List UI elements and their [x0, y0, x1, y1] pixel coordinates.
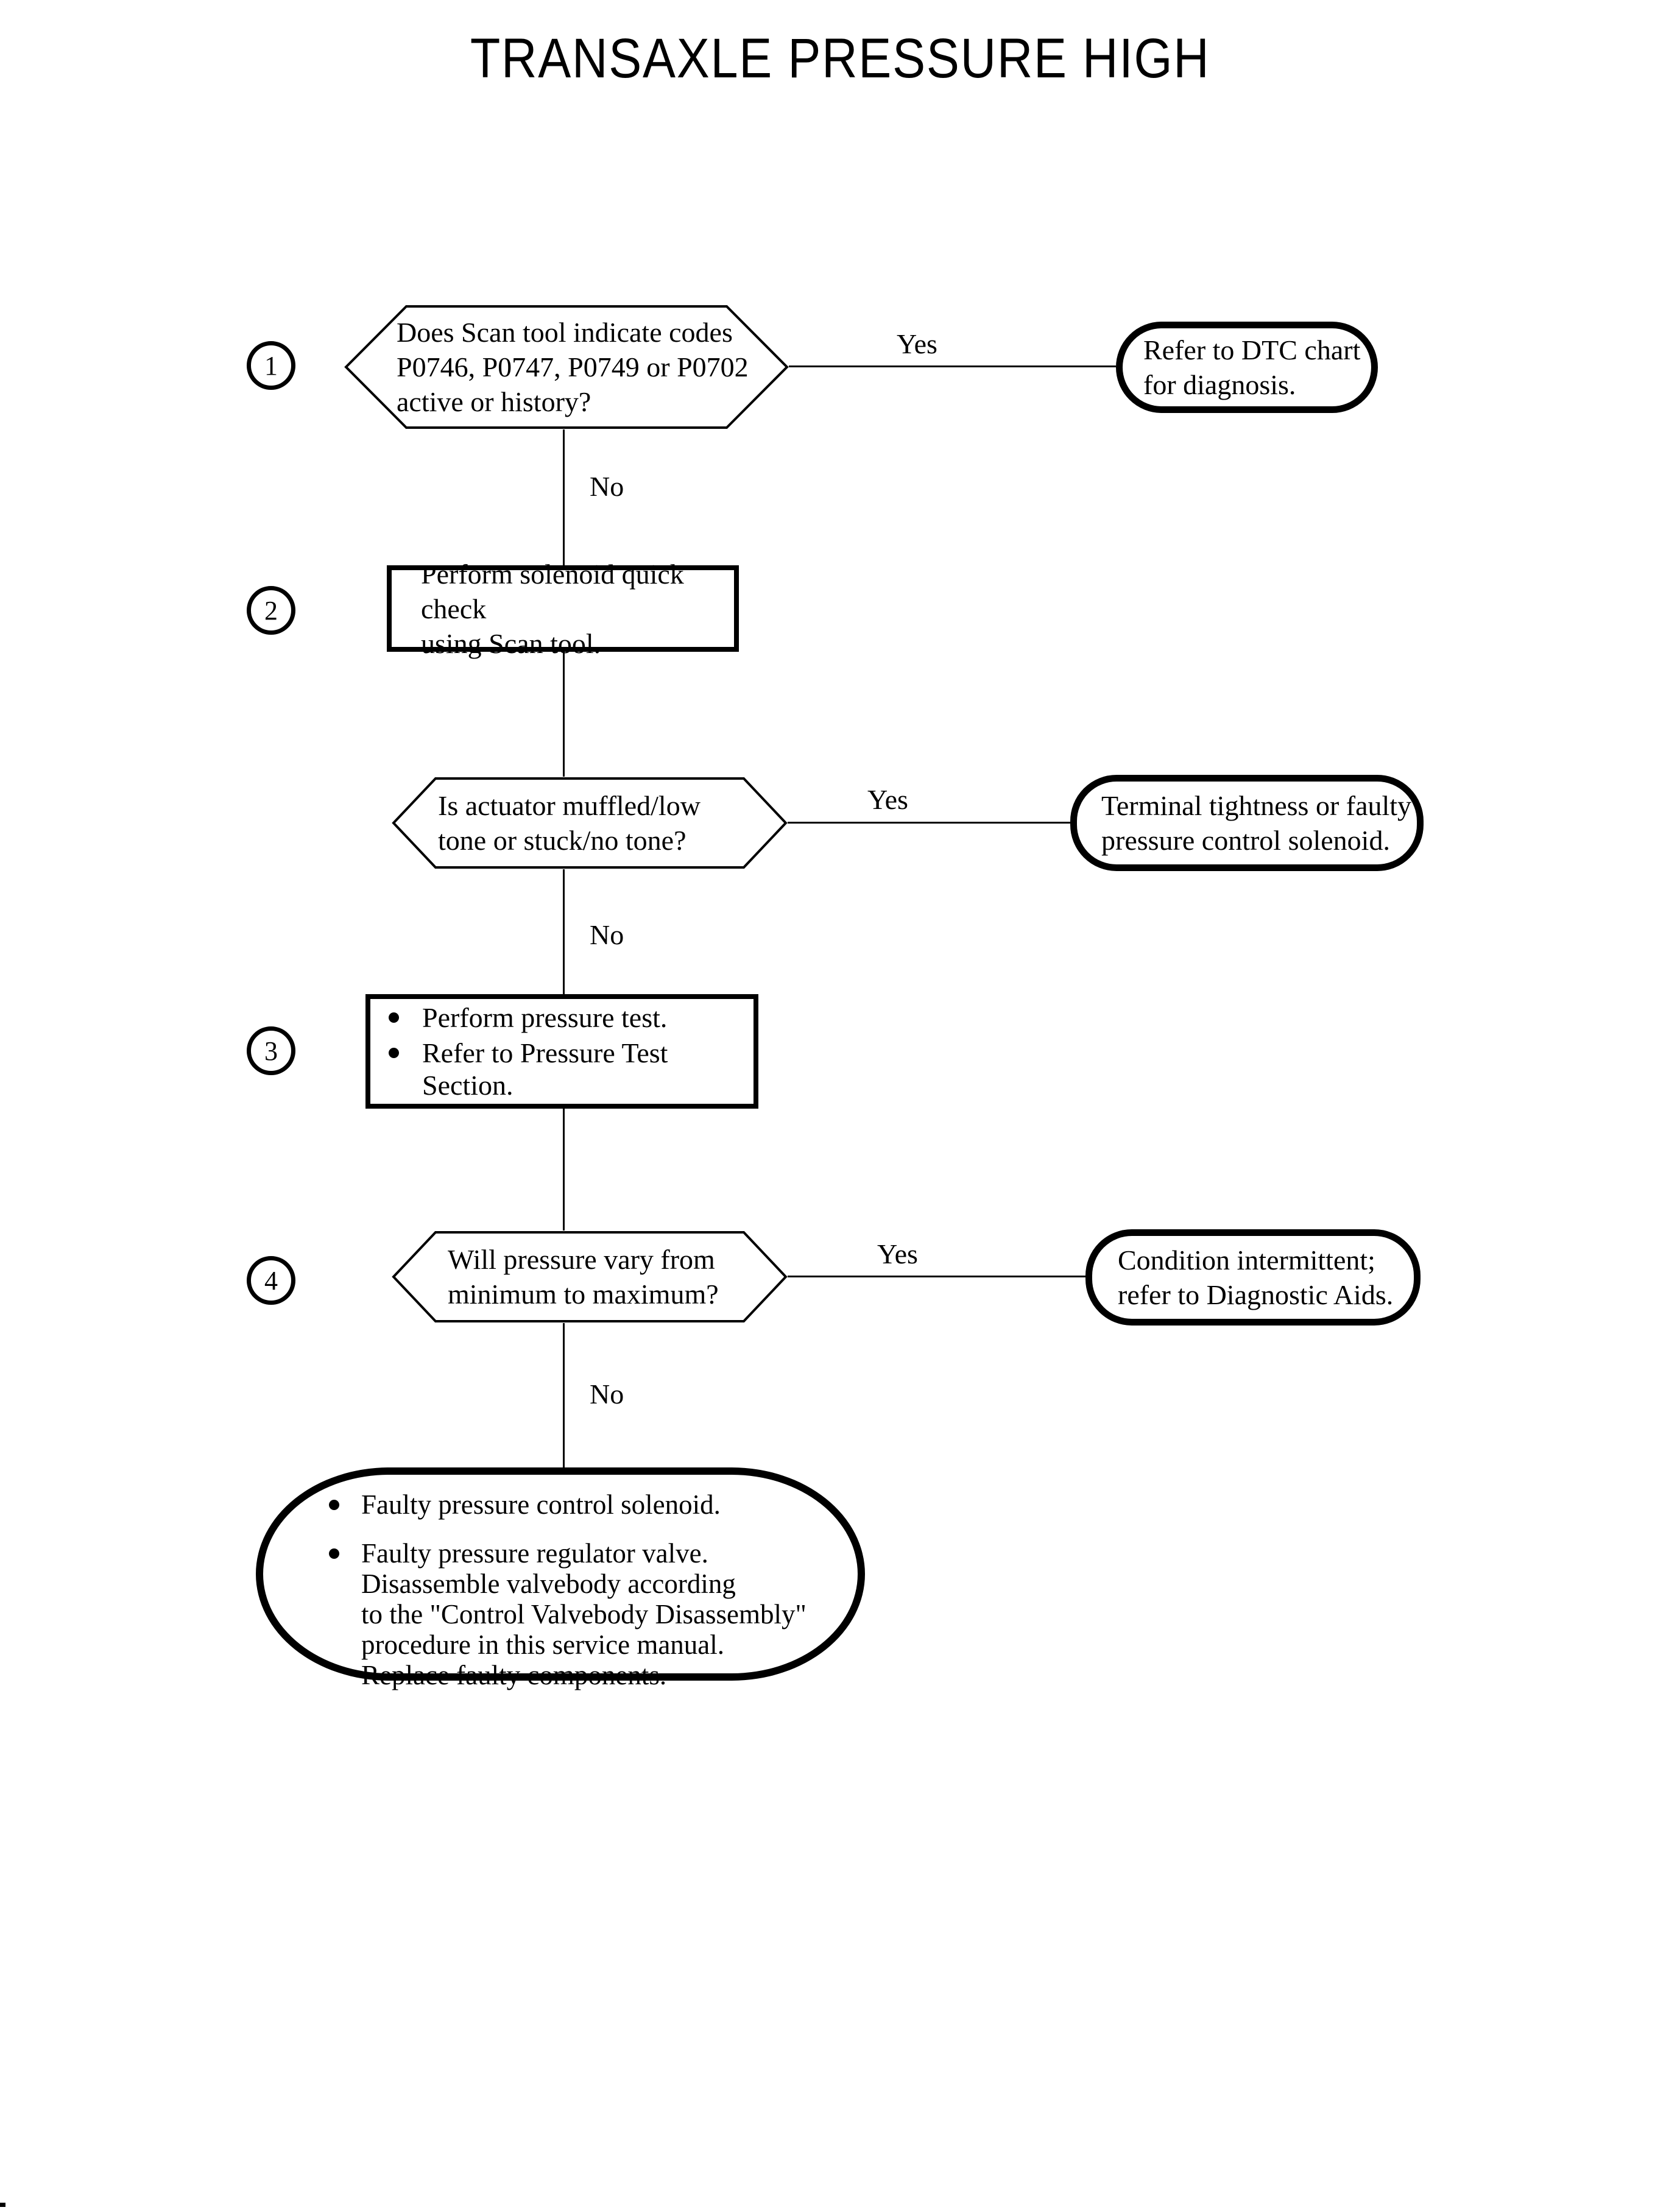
bullet-icon	[329, 1548, 339, 1559]
step-number-badge-4: 4	[247, 1256, 295, 1305]
no-label-4: No	[590, 1379, 624, 1410]
connector-2	[563, 652, 565, 777]
connector-no-2	[563, 869, 565, 994]
step-number-badge-2: 2	[247, 586, 295, 635]
connector-no-1	[563, 429, 565, 565]
scan-artifact	[0, 2203, 5, 2207]
bullet-row: Faulty pressure control solenoid.	[329, 1489, 845, 1520]
conclusion-content: Faulty pressure control solenoid. Faulty…	[263, 1475, 858, 1690]
conclusion-bullet-2: Faulty pressure regulator valve. Disasse…	[361, 1538, 806, 1690]
yes-label-2: Yes	[867, 784, 908, 815]
step-number-2: 2	[264, 595, 278, 626]
step-number-4: 4	[264, 1265, 278, 1296]
decision-4-node: Will pressure vary from minimum to maxim…	[392, 1230, 788, 1323]
bullet-icon	[389, 1047, 399, 1058]
connector-yes-4	[788, 1276, 1085, 1277]
decision-hexagon-shape	[392, 1231, 788, 1322]
result-dtc-chart: Refer to DTC chart for diagnosis.	[1116, 322, 1378, 413]
decision-hexagon-shape	[344, 305, 789, 429]
page-title: TRANSAXLE PRESSURE HIGH	[470, 27, 1210, 90]
page-title-wrap: TRANSAXLE PRESSURE HIGH	[0, 27, 1680, 91]
decision-2-node: Is actuator muffled/low tone or stuck/no…	[392, 777, 788, 869]
connector-yes-1	[789, 365, 1116, 367]
bullet-row: Refer to Pressure Test Section.	[370, 1037, 754, 1101]
step-number-badge-1: 1	[247, 341, 295, 390]
conclusion-bullet-1: Faulty pressure control solenoid.	[361, 1489, 721, 1520]
bullet-icon	[329, 1500, 339, 1510]
bullet-icon	[389, 1012, 399, 1023]
yes-label-4: Yes	[877, 1238, 918, 1269]
step-number-1: 1	[264, 350, 278, 381]
bullet-row: Faulty pressure regulator valve. Disasse…	[329, 1538, 845, 1690]
conclusion-node: Faulty pressure control solenoid. Faulty…	[256, 1467, 865, 1690]
step-number-3: 3	[264, 1036, 278, 1066]
result-condition-intermittent: Condition intermittent; refer to Diagnos…	[1085, 1229, 1421, 1326]
process-solenoid-check: Perform solenoid quick check using Scan …	[387, 559, 739, 659]
step-number-badge-3: 3	[247, 1026, 295, 1075]
decision-1-node: Does Scan tool indicate codes P0746, P07…	[344, 305, 789, 429]
bullet-text: Perform pressure test.	[422, 1002, 668, 1034]
no-label-1: No	[590, 471, 624, 502]
yes-label-1: Yes	[897, 328, 937, 359]
decision-hexagon-shape	[392, 777, 788, 869]
no-label-2: No	[590, 919, 624, 950]
result-terminal-tightness: Terminal tightness or faulty pressure co…	[1070, 775, 1424, 871]
decision-4-question: Will pressure vary from minimum to maxim…	[448, 1244, 719, 1310]
connector-3	[563, 1109, 565, 1230]
process-pressure-test: Perform pressure test. Refer to Pressure…	[365, 994, 758, 1109]
decision-1-question: Does Scan tool indicate codes P0746, P07…	[397, 317, 749, 417]
bullet-text: Refer to Pressure Test Section.	[422, 1037, 668, 1101]
connector-no-4	[563, 1323, 565, 1467]
decision-2-question: Is actuator muffled/low tone or stuck/no…	[438, 790, 701, 856]
connector-yes-2	[788, 822, 1070, 824]
bullet-row: Perform pressure test.	[370, 1001, 754, 1034]
